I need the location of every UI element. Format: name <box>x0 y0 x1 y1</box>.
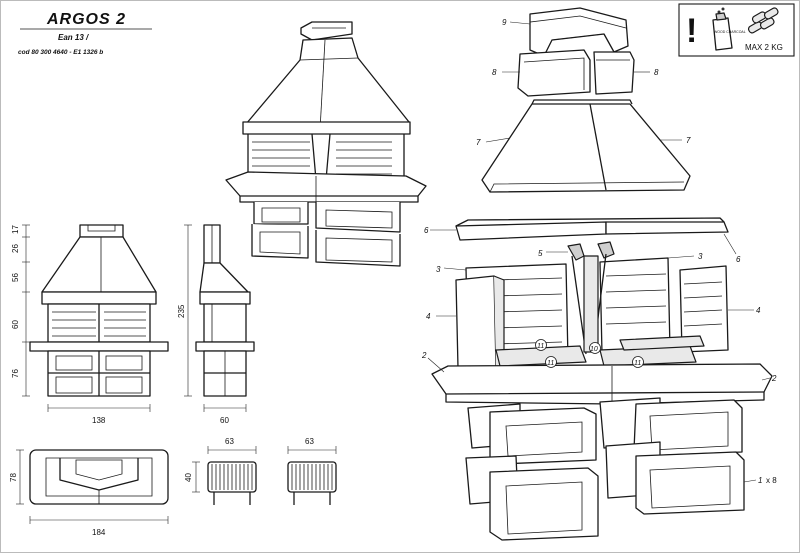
part-2-worktop <box>431 363 773 405</box>
label-part-11-a: 11 <box>537 343 544 350</box>
part-8-flue-blocks <box>517 49 635 97</box>
dim-h-26: 26 <box>11 244 20 253</box>
part-1-base-blocks <box>465 397 745 541</box>
dim-h-56: 56 <box>11 273 20 282</box>
grate-detail-2: 63 <box>287 437 337 505</box>
label-part-3-left: 3 <box>436 265 441 274</box>
part-11-fire-trays <box>495 335 705 367</box>
label-part-11-b: 11 <box>547 360 554 367</box>
dim-grate-width-2: 63 <box>305 437 314 446</box>
dim-grate-height: 40 <box>184 473 193 482</box>
label-part-8-left: 8 <box>492 68 497 77</box>
dim-h-60: 60 <box>11 320 20 329</box>
grate-bars-2 <box>291 464 333 490</box>
label-part-6-left: 6 <box>424 226 429 235</box>
dim-depth-78: 78 <box>9 473 18 482</box>
label-part-8-right: 8 <box>654 68 659 77</box>
bag-label: WOOD CHARCOAL <box>714 30 746 34</box>
plan-width-dim: 184 <box>29 516 169 537</box>
label-part-1: 1 <box>758 476 762 485</box>
front-elevation <box>29 224 169 397</box>
label-part-2-right: 2 <box>771 374 777 383</box>
label-part-4-left: 4 <box>426 312 431 321</box>
dim-width-138: 138 <box>92 416 106 425</box>
part-4-side-wall-right <box>679 265 729 353</box>
part-4-side-wall-left <box>455 275 505 369</box>
plan-view <box>29 449 169 505</box>
leader-lines <box>427 21 771 483</box>
ean-code: Ean 13 / <box>58 33 89 42</box>
label-part-6-right: 6 <box>736 255 741 264</box>
part-7-hood <box>481 99 691 193</box>
label-part-10: 10 <box>590 346 598 353</box>
label-part-9: 9 <box>502 18 507 27</box>
dim-grate-width-1: 63 <box>225 437 234 446</box>
label-part-3-right: 3 <box>698 252 703 261</box>
product-code: cod 80 300 4640 - E1 1326 b <box>18 49 103 56</box>
label-part-4-right: 4 <box>756 306 761 315</box>
part-6-counter-slab <box>455 217 729 241</box>
part-9-chimney-cap <box>529 7 629 57</box>
product-title: ARGOS 2 <box>46 11 126 28</box>
side-width-dim: 60 <box>203 404 247 425</box>
front-height-dims: 17 26 56 60 76 <box>11 225 30 397</box>
grate-detail-1: 63 40 <box>184 437 257 505</box>
label-part-5: 5 <box>538 249 543 258</box>
side-height-dim: 235 <box>177 224 192 397</box>
charcoal-notice: ! WOOD CHARCOAL MAX 2 KG <box>678 3 795 57</box>
label-part-2-left: 2 <box>421 351 427 360</box>
dim-side-width-60: 60 <box>220 416 229 425</box>
charcoal-bag-icon: WOOD CHARCOAL <box>712 7 746 51</box>
dim-h-76: 76 <box>11 369 20 378</box>
dim-h-17: 17 <box>11 225 20 234</box>
label-part-7-right: 7 <box>686 136 691 145</box>
grate-bars-1 <box>211 464 253 490</box>
assembled-iso-view <box>225 21 427 267</box>
label-part-11-c: 11 <box>634 360 641 367</box>
wood-logs-icon <box>747 7 779 34</box>
dim-total-height-235: 235 <box>177 304 186 318</box>
header-block: ARGOS 2 Ean 13 / cod 80 300 4640 - E1 13… <box>18 11 152 56</box>
plan-depth-dim: 78 <box>9 449 24 505</box>
part-labels: 9 8 8 7 7 6 6 5 3 3 4 4 2 2 1 x 8 11 11 … <box>421 18 777 485</box>
label-part-1-qty: x 8 <box>766 476 777 485</box>
front-width-dim: 138 <box>47 404 151 425</box>
exclamation-icon: ! <box>686 12 697 50</box>
dim-plan-width-184: 184 <box>92 528 106 537</box>
side-elevation <box>195 224 255 397</box>
label-part-7-left: 7 <box>476 138 481 147</box>
max-weight-label: MAX 2 KG <box>745 43 783 52</box>
